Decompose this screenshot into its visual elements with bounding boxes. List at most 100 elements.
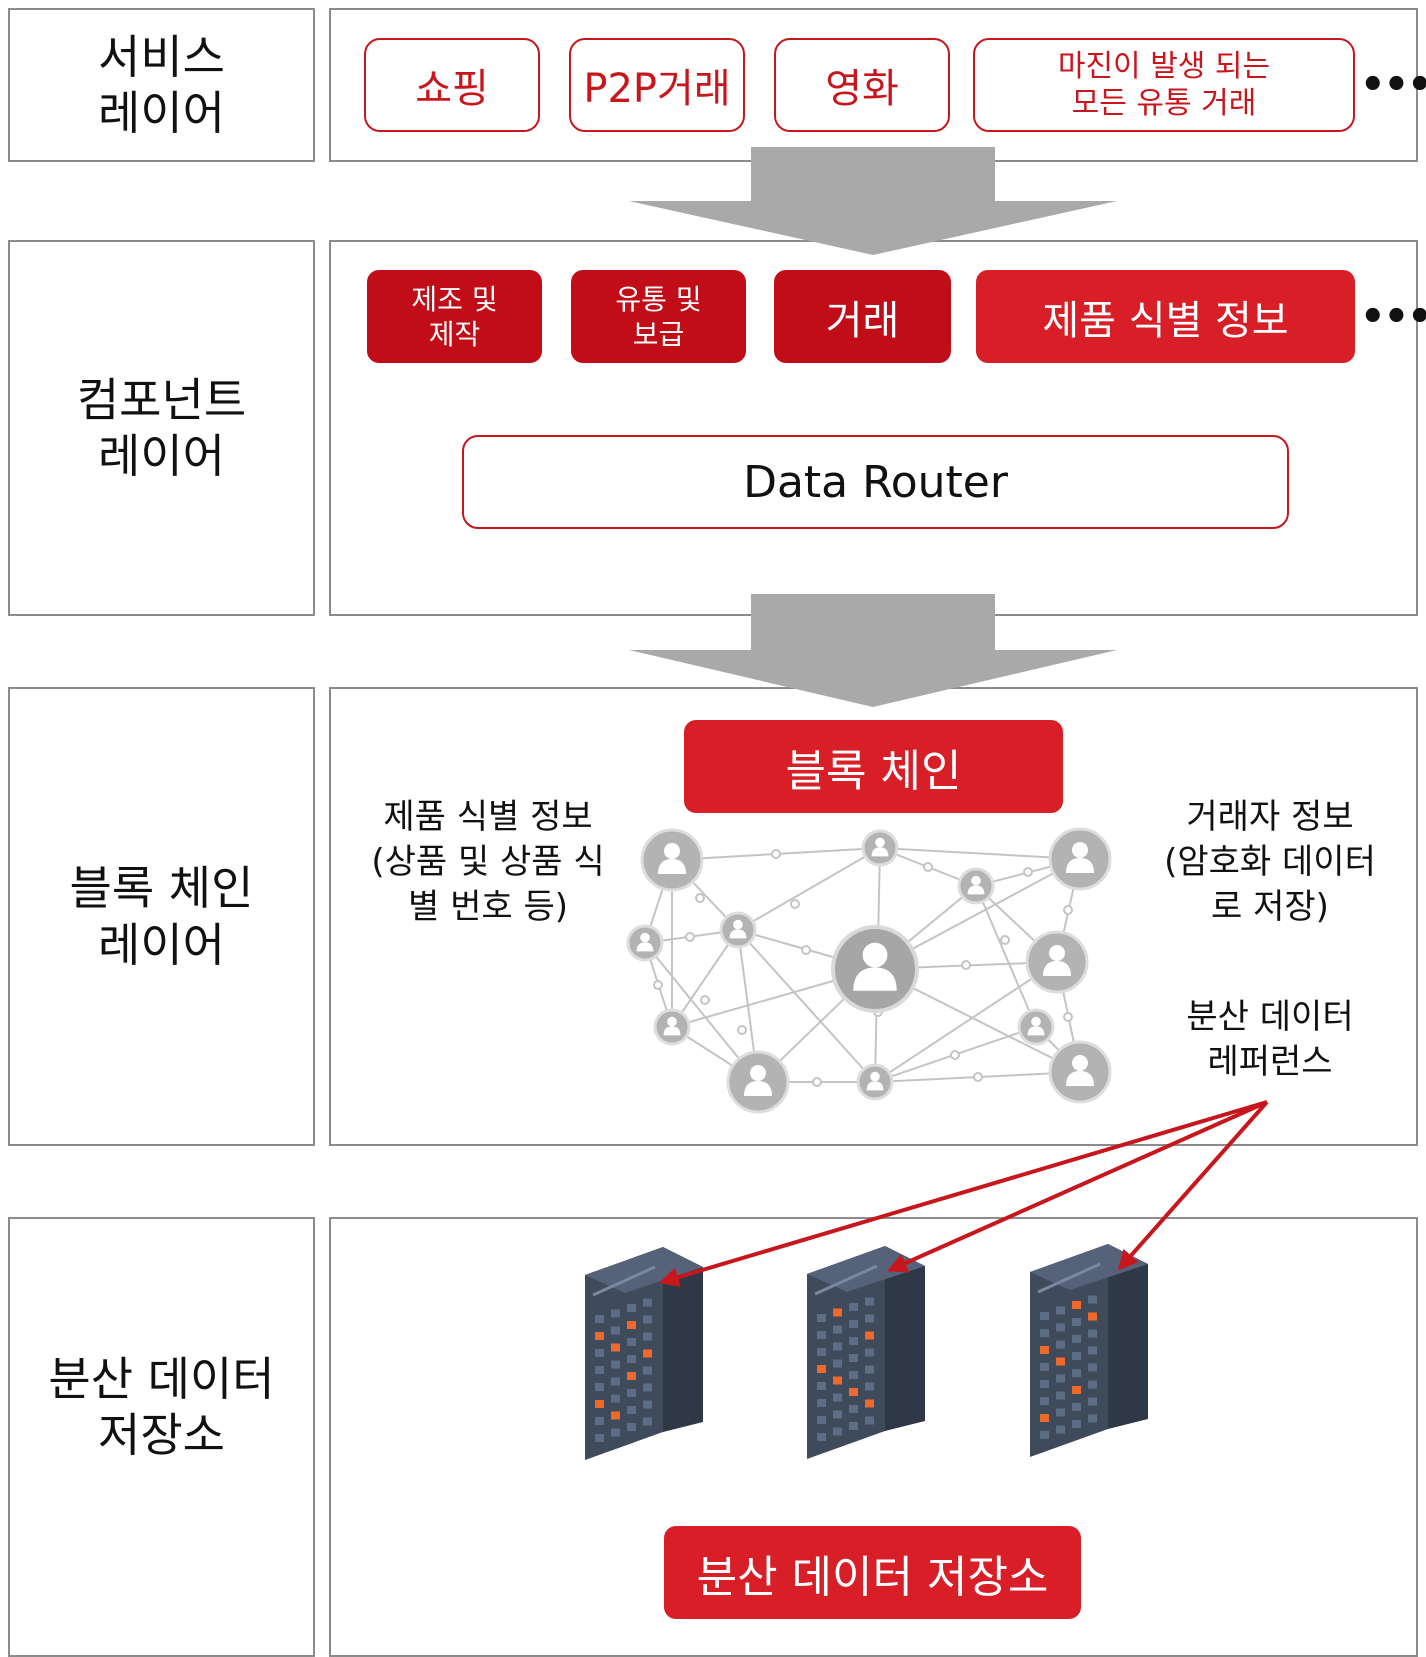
server-window: [849, 1354, 858, 1362]
server-window: [643, 1315, 652, 1324]
server-window: [849, 1422, 858, 1430]
server-window-lit: [833, 1308, 842, 1317]
server-window-lit: [833, 1376, 842, 1385]
server-window: [643, 1366, 652, 1375]
component-layer-label: 컴포넌트 레이어: [76, 372, 247, 483]
server-side-face: [663, 1247, 703, 1432]
server-window: [1072, 1352, 1081, 1360]
server-window-lit: [849, 1388, 858, 1396]
server-window: [849, 1405, 858, 1413]
server-window: [1056, 1425, 1065, 1434]
server-window-lit: [1056, 1357, 1065, 1366]
server-vent: [1037, 1262, 1101, 1294]
network-node-lower-left-small: [653, 1008, 691, 1046]
component-layer-label-box: [8, 240, 315, 616]
server-window: [817, 1314, 826, 1322]
server-window: [1072, 1420, 1081, 1428]
network-node-top-left: [640, 828, 704, 892]
data-router: Data Router: [462, 435, 1289, 529]
server-window: [849, 1303, 858, 1311]
server-window: [865, 1365, 874, 1374]
server-window-lit: [817, 1365, 826, 1373]
component-item-product-id: 제품 식별 정보: [976, 270, 1355, 363]
reference-arrow-1: [658, 1100, 1268, 1287]
distributed-data-reference-info: 분산 데이터 레퍼런스: [1186, 997, 1354, 1082]
server-window: [595, 1349, 604, 1357]
server-window: [595, 1366, 604, 1374]
server-window: [833, 1427, 842, 1436]
server-window: [865, 1382, 874, 1391]
server-vent: [592, 1265, 656, 1297]
storage-layer-label-box: [8, 1217, 315, 1657]
server-window: [1056, 1391, 1065, 1400]
server-window: [1088, 1295, 1097, 1304]
server-window: [1040, 1312, 1049, 1320]
server-side-face: [885, 1246, 925, 1431]
network-node-bottom-left: [726, 1050, 790, 1114]
network-node-lower-right-small: [1017, 1008, 1055, 1046]
server-window: [1072, 1335, 1081, 1343]
server-window: [643, 1298, 652, 1307]
server-window: [833, 1359, 842, 1368]
network-node-upper-right-small: [957, 867, 995, 905]
server-window: [1040, 1380, 1049, 1388]
server-window: [1056, 1306, 1065, 1315]
server-window: [627, 1389, 636, 1397]
server-window: [1072, 1318, 1081, 1326]
service-item-shopping: 쇼핑: [364, 38, 540, 132]
server-window: [1040, 1329, 1049, 1337]
storage-title: 분산 데이터 저장소: [664, 1526, 1081, 1619]
server-window: [817, 1331, 826, 1339]
reference-arrow-2: [886, 1100, 1268, 1273]
network-node-bottom-right: [1048, 1040, 1112, 1104]
server-window-lit: [611, 1343, 620, 1352]
server-window: [865, 1348, 874, 1357]
server-window: [1088, 1329, 1097, 1338]
trader-info: 거래자 정보 (암호화 데이터 로 저장): [1164, 797, 1376, 927]
server-window-lit: [595, 1332, 604, 1340]
blockchain-title: 블록 체인: [684, 720, 1063, 813]
service-layer-label: 서비스 레이어: [98, 29, 225, 140]
server-window: [627, 1423, 636, 1431]
component-item-distribution: 유통 및 보급: [571, 270, 746, 363]
server-window: [627, 1304, 636, 1312]
server-window: [817, 1382, 826, 1390]
server-window-lit: [865, 1331, 874, 1340]
server-window-lit: [865, 1399, 874, 1408]
server-window: [627, 1355, 636, 1363]
server-window: [611, 1428, 620, 1437]
server-window-lit: [1040, 1414, 1049, 1422]
server-window: [1072, 1403, 1081, 1411]
server-window: [817, 1348, 826, 1356]
server-window: [595, 1315, 604, 1323]
server-window: [833, 1410, 842, 1419]
server-window: [1088, 1380, 1097, 1389]
server-window: [817, 1399, 826, 1407]
server-window: [833, 1325, 842, 1334]
server-window: [833, 1342, 842, 1351]
storage-layer-label: 분산 데이터 저장소: [48, 1351, 275, 1462]
server-window: [865, 1416, 874, 1425]
server-window: [595, 1417, 604, 1425]
server-window: [849, 1371, 858, 1379]
server-window-lit: [643, 1349, 652, 1358]
server-window: [643, 1332, 652, 1341]
server-window: [643, 1400, 652, 1409]
server-window: [1056, 1323, 1065, 1332]
server-window: [1040, 1397, 1049, 1405]
server-window: [611, 1326, 620, 1335]
service-item-p2p-trade: P2P거래: [569, 38, 745, 132]
server-window-lit: [627, 1372, 636, 1380]
server-window: [1088, 1397, 1097, 1406]
flow-arrow-service-to-component: [629, 147, 1117, 255]
server-window: [611, 1360, 620, 1369]
service-item-movie: 영화: [774, 38, 950, 132]
network-node-top-mid: [861, 829, 899, 867]
service-layer-label-box: [8, 8, 315, 162]
component-more-ellipsis: •••: [1360, 294, 1426, 340]
server-window-lit: [1088, 1312, 1097, 1321]
product-id-info: 제품 식별 정보 (상품 및 상품 식 별 번호 등): [371, 797, 605, 927]
server-side-face: [1108, 1244, 1148, 1429]
server-window-lit: [1072, 1386, 1081, 1394]
